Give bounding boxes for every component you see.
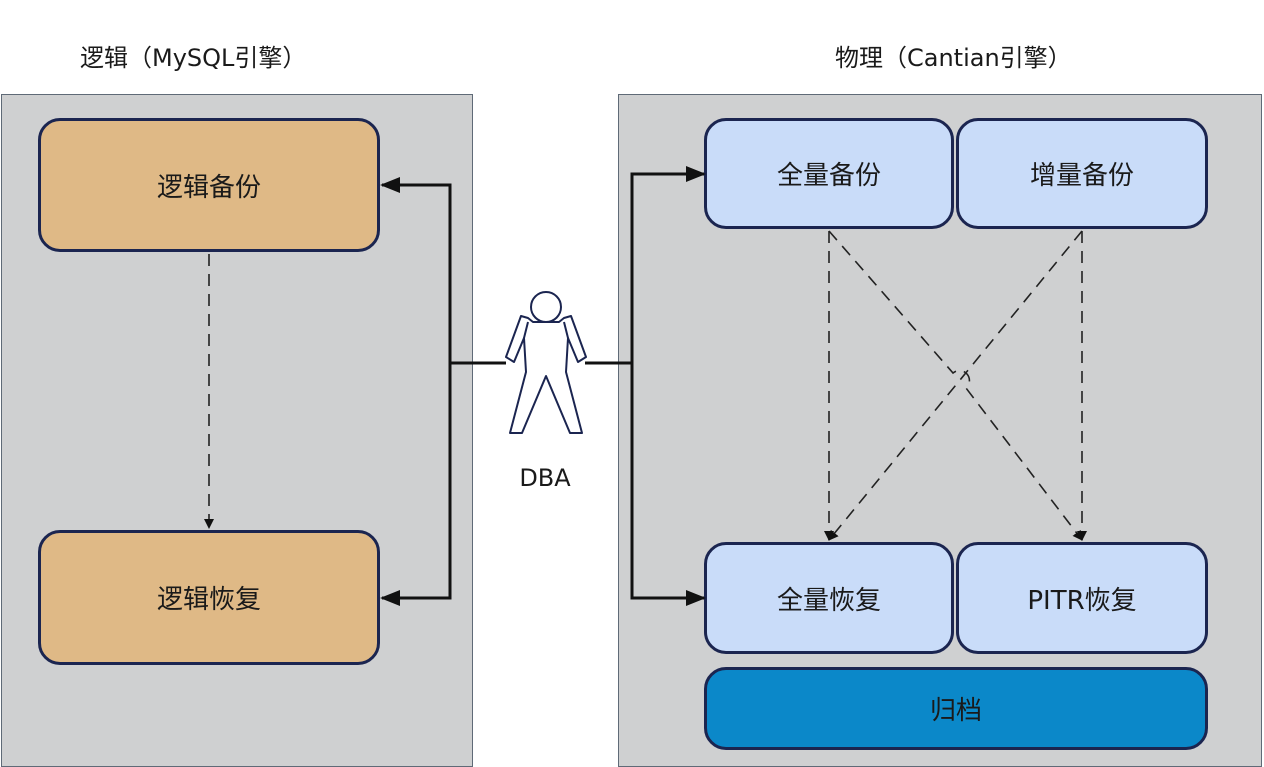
dba-to-logical-backup-arrow [380,177,452,363]
person-icon [505,291,587,434]
dba-to-full-backup-arrow [630,166,706,363]
full-backup-to-pitr-restore-dashed [828,230,1083,541]
physical-group-title: 物理（Cantian引擎） [835,44,1072,72]
full-restore-node: 全量恢复 [704,542,954,654]
pitr-restore-node: PITR恢复 [956,542,1208,654]
incremental-backup-to-full-restore-dashed [828,230,1083,541]
dba-to-logical-restore-arrow [380,363,452,606]
dba-label: DBA [519,464,571,492]
incremental-backup-node: 增量备份 [956,118,1208,229]
full-backup-node: 全量备份 [704,118,954,229]
logical-backup-node: 逻辑备份 [38,118,380,252]
dba-to-full-restore-arrow [630,363,706,606]
logical-restore-node: 逻辑恢复 [38,530,380,665]
archive-node: 归档 [704,667,1208,750]
logical-group-title: 逻辑（MySQL引擎） [80,44,307,72]
